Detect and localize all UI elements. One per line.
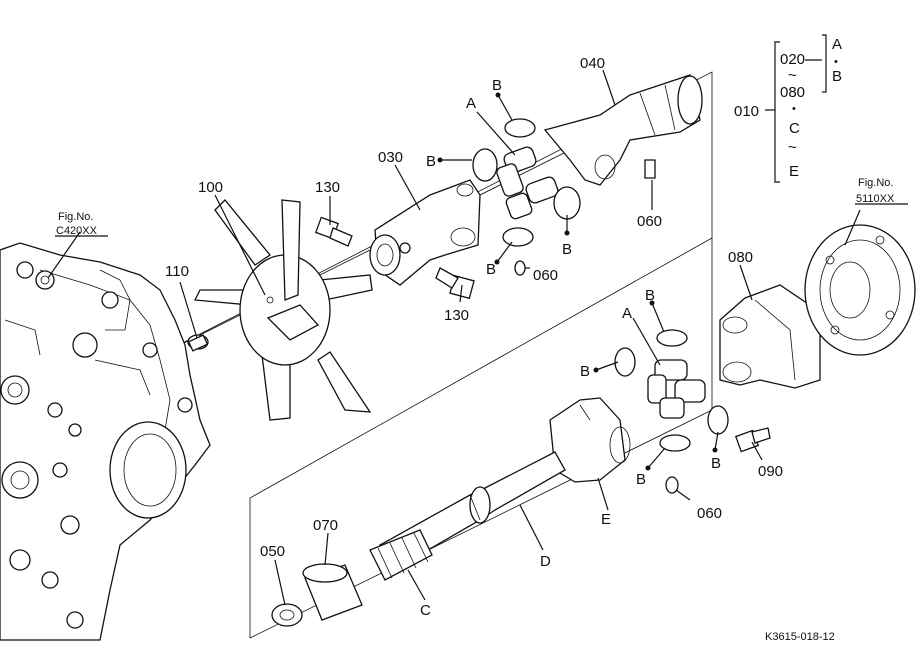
callout-130-top: 130 <box>315 179 340 196</box>
legend-letter-b: B <box>832 68 842 85</box>
drawing-code: K3615-018-12 <box>765 631 835 643</box>
callout-B-lower-left: B <box>580 363 590 380</box>
part-040-yoke-shaft <box>543 74 703 186</box>
legend-tilde-2: ~ <box>788 139 797 156</box>
callout-B-lower-bottom: B <box>636 471 646 488</box>
callout-090: 090 <box>758 463 783 480</box>
callout-110: 110 <box>165 263 189 280</box>
legend-range-end: 080 <box>780 84 805 101</box>
callout-D: D <box>540 553 551 570</box>
callout-B-upper-top: B <box>492 77 502 94</box>
callout-B-upper-right: B <box>562 241 572 258</box>
callout-B-upper-left: B <box>426 153 436 170</box>
callout-B-lower-top: B <box>645 287 655 304</box>
callout-100: 100 <box>198 179 223 196</box>
fig-ref-right-number: 5110XX <box>856 193 895 205</box>
legend-dot-1: • <box>792 103 796 115</box>
callout-060-lower: 060 <box>697 505 722 522</box>
callout-A-upper: A <box>466 95 476 112</box>
fig-ref-left-number: C420XX <box>56 225 98 237</box>
legend-letter-c: C <box>789 120 800 137</box>
callout-130-bottom: 130 <box>444 307 469 324</box>
fig-ref-left: Fig.No. C420XX <box>55 211 108 237</box>
part-110-bolt <box>187 334 209 352</box>
legend-dot-2: • <box>834 56 838 68</box>
part-030-yoke <box>369 179 481 286</box>
fig-ref-right-prefix: Fig.No. <box>858 177 893 189</box>
upper-universal-joint-cross <box>472 118 581 276</box>
kit-legend: 010 020 ~ 080 • C ~ E A • B <box>734 34 842 183</box>
callout-060-upper-center: 060 <box>533 267 558 284</box>
legend-main-number: 010 <box>734 103 759 120</box>
part-090-bolt <box>734 427 771 453</box>
part-130-bolt-lower <box>435 267 475 300</box>
part-C-spline <box>369 529 433 581</box>
part-050-plug <box>271 603 303 627</box>
fig-ref-right: Fig.No. 5110XX <box>855 177 908 205</box>
callout-B-upper-bottom: B <box>486 261 496 278</box>
callout-E: E <box>601 511 611 528</box>
legend-letter-a: A <box>832 36 842 53</box>
callout-A-lower: A <box>622 305 632 322</box>
lower-universal-joint-cross <box>614 329 729 494</box>
part-E-yoke <box>549 397 631 483</box>
legend-range-start: 020 <box>780 51 805 68</box>
legend-letter-e: E <box>789 163 799 180</box>
callout-060-upper-right: 060 <box>637 213 662 230</box>
part-130-bolt-upper <box>314 216 353 247</box>
engine-flywheel-housing <box>804 224 916 356</box>
callout-070: 070 <box>313 517 338 534</box>
callout-C: C <box>420 602 431 619</box>
callout-050: 050 <box>260 543 285 560</box>
callout-080: 080 <box>728 249 753 266</box>
legend-tilde-1: ~ <box>788 67 797 84</box>
callout-B-lower-right: B <box>711 455 721 472</box>
fig-ref-left-prefix: Fig.No. <box>58 211 93 223</box>
callout-030: 030 <box>378 149 403 166</box>
callout-040: 040 <box>580 55 605 72</box>
part-070-collar <box>302 563 363 621</box>
part-080-flange-yoke <box>719 284 821 389</box>
part-100-fan <box>193 199 373 421</box>
transmission-housing <box>0 242 211 641</box>
callout-labels: 100 110 130 130 030 A B B B B 060 060 04… <box>165 55 783 619</box>
leader-lines <box>47 69 861 606</box>
lower-assembly-panel <box>249 238 713 639</box>
